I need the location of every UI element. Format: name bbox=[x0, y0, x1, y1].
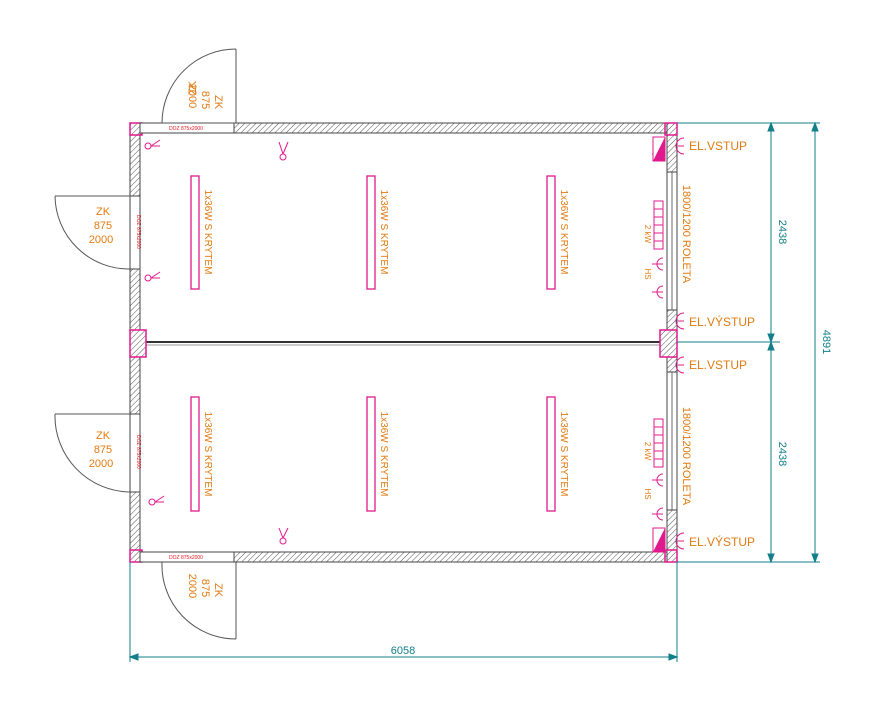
door-top-code: ZK bbox=[212, 95, 224, 110]
door-left-top-code: ZK bbox=[96, 206, 111, 218]
light-label-3: 1x36W S KRYTEM bbox=[558, 190, 569, 275]
el-inlet-top: EL.VSTUP bbox=[689, 139, 747, 153]
light-label-6: 1x36W S KRYTEM bbox=[558, 412, 569, 497]
door-left-bottom-width: 875 bbox=[94, 444, 112, 456]
dim-height-top: 2438 bbox=[776, 220, 788, 244]
distribution-box-icons bbox=[652, 136, 666, 553]
walls bbox=[129, 122, 678, 563]
door-top bbox=[161, 48, 237, 124]
dimension-lines bbox=[128, 121, 820, 662]
el-outlet-bottom: EL.VÝSTUP bbox=[689, 534, 755, 549]
window-left-bottom-label: DOZ 875x2000 bbox=[135, 435, 141, 469]
door-left-bottom bbox=[54, 413, 131, 493]
door-left-bottom-height: 2000 bbox=[89, 458, 113, 470]
door-left-top-height: 2000 bbox=[89, 234, 113, 246]
heater-code-bottom: HS bbox=[643, 488, 652, 499]
door-top-height: 2000 bbox=[186, 84, 198, 108]
door-bottom-width: 875 bbox=[199, 579, 211, 597]
light-label-5: 1x36W S KRYTEM bbox=[378, 412, 389, 497]
el-outlet-top: EL.VÝSTUP bbox=[689, 314, 755, 329]
heater-power-bottom: 2 kW bbox=[643, 442, 652, 461]
svg-text:ZK: ZK bbox=[187, 80, 199, 95]
heater-power-top: 2 kW bbox=[643, 225, 652, 244]
window-left-top-label: DOZ 875x2000 bbox=[135, 215, 141, 249]
door-bottom-code: ZK bbox=[212, 583, 224, 598]
door-left-top-width: 875 bbox=[94, 220, 112, 232]
heater-code-top: HS bbox=[643, 268, 652, 279]
outlet-icons bbox=[144, 139, 664, 545]
dim-height-total: 4891 bbox=[820, 330, 832, 354]
window-top-label: DOZ 875x2000 bbox=[169, 126, 203, 132]
door-top-width: 875 bbox=[199, 91, 211, 109]
door-left-bottom-code: ZK bbox=[96, 430, 111, 442]
light-label-1: 1x36W S KRYTEM bbox=[202, 190, 213, 275]
window-bottom-label: DOZ 875x2000 bbox=[169, 555, 203, 561]
door-bottom-height: 2000 bbox=[186, 574, 198, 598]
door-top-label: ZK bbox=[187, 80, 199, 95]
heaters bbox=[653, 200, 664, 468]
el-arrows bbox=[675, 137, 685, 550]
light-label-2: 1x36W S KRYTEM bbox=[378, 190, 389, 275]
shutter-label-top: 1800/1200 ROLETA bbox=[680, 185, 692, 284]
door-left-top bbox=[54, 195, 131, 270]
el-inlet-bottom: EL.VSTUP bbox=[689, 358, 747, 372]
dim-height-bottom: 2438 bbox=[776, 442, 788, 466]
shutter-label-bottom: 1800/1200 ROLETA bbox=[680, 407, 692, 506]
door-bottom bbox=[161, 561, 237, 640]
dim-width: 6058 bbox=[391, 645, 415, 657]
lights bbox=[190, 175, 556, 512]
light-label-4: 1x36W S KRYTEM bbox=[202, 412, 213, 497]
